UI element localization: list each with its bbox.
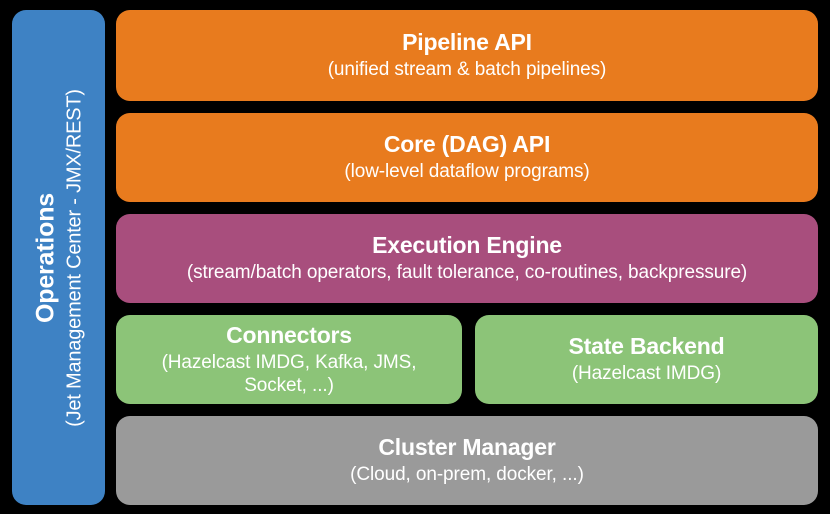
- layer-state-backend-title: State Backend: [568, 333, 725, 360]
- layer-cluster-manager-title: Cluster Manager: [378, 434, 556, 461]
- layer-pipeline-api: Pipeline API (unified stream & batch pip…: [116, 10, 818, 101]
- layer-state-backend: State Backend (Hazelcast IMDG): [475, 315, 818, 404]
- layer-core-dag-api-title: Core (DAG) API: [383, 131, 551, 158]
- sidebar-operations-text: Operations (Jet Management Center - JMX/…: [12, 10, 105, 505]
- sidebar-operations-subtitle: (Jet Management Center - JMX/REST): [62, 88, 85, 427]
- layer-execution-engine: Execution Engine (stream/batch operators…: [116, 214, 818, 303]
- layer-connectors-title: Connectors: [226, 321, 352, 348]
- layer-core-dag-api: Core (DAG) API (low-level dataflow progr…: [116, 113, 818, 202]
- layer-connectors-subtitle: (Hazelcast IMDG, Kafka, JMS, Socket, ...…: [161, 351, 417, 396]
- layer-execution-engine-title: Execution Engine: [372, 232, 562, 259]
- sidebar-operations-title: Operations: [31, 192, 60, 323]
- layer-cluster-manager: Cluster Manager (Cloud, on-prem, docker,…: [116, 416, 818, 505]
- layer-cluster-manager-subtitle: (Cloud, on-prem, docker, ...): [350, 464, 584, 486]
- layer-core-dag-api-subtitle: (low-level dataflow programs): [344, 161, 590, 183]
- layer-pipeline-api-title: Pipeline API: [402, 29, 532, 56]
- layer-pipeline-api-subtitle: (unified stream & batch pipelines): [327, 59, 607, 81]
- sidebar-operations: Operations (Jet Management Center - JMX/…: [12, 10, 105, 505]
- layer-state-backend-subtitle: (Hazelcast IMDG): [571, 363, 722, 385]
- layer-connectors: Connectors (Hazelcast IMDG, Kafka, JMS, …: [116, 315, 462, 404]
- layer-execution-engine-subtitle: (stream/batch operators, fault tolerance…: [186, 262, 748, 284]
